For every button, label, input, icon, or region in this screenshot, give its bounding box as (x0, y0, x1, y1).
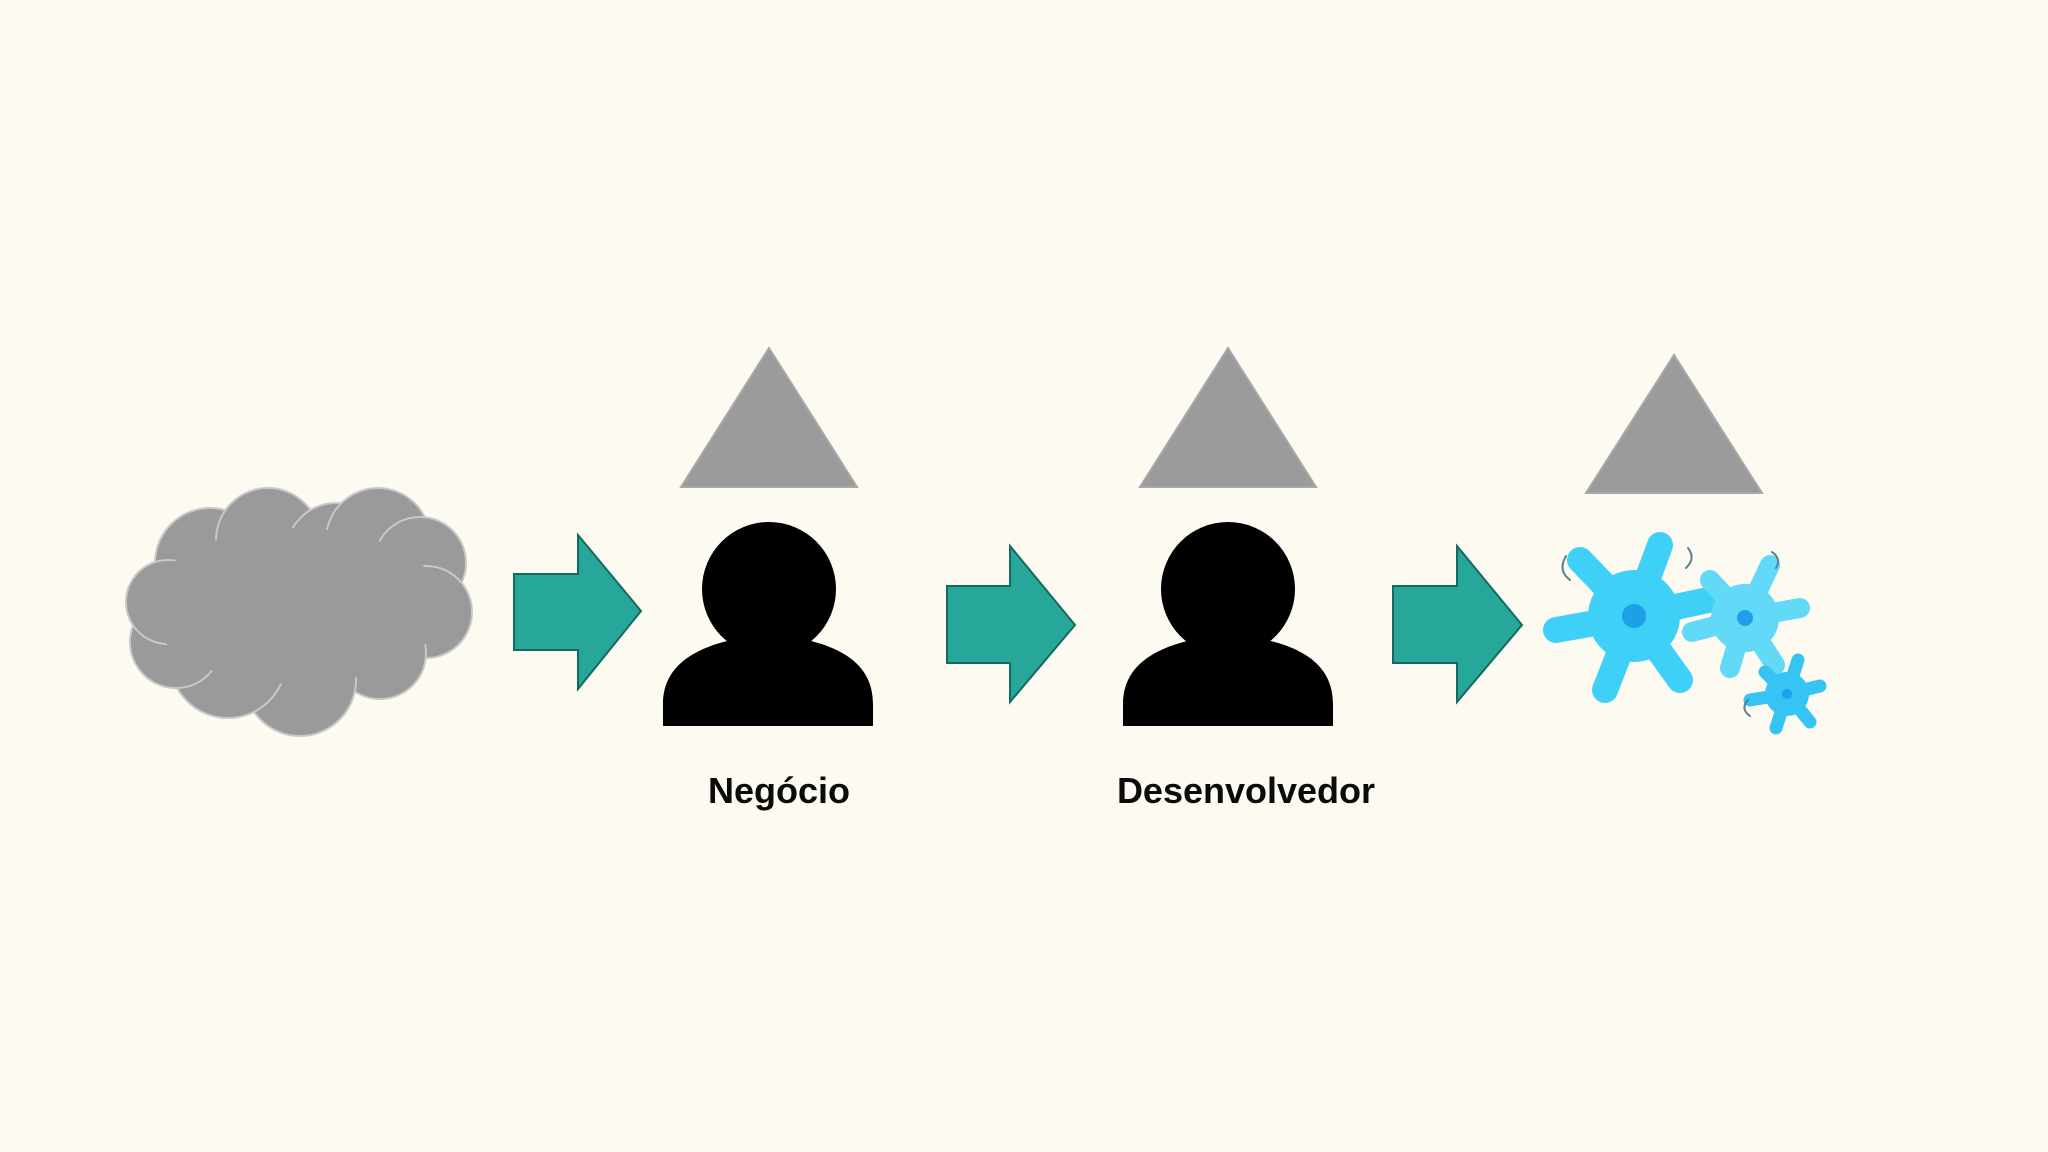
bugs-icon (1543, 532, 1827, 735)
label-business: Negócio (708, 770, 850, 811)
bug-medium (1682, 555, 1810, 678)
arrow-right-icon-1 (513, 532, 643, 692)
triangle-icon-1 (679, 346, 859, 488)
person-icon-1 (663, 522, 873, 726)
motion-lines (1561, 547, 1780, 717)
label-developer: Desenvolvedor (1117, 770, 1375, 811)
triangle-icon-3 (1584, 353, 1764, 494)
bug-small (1743, 653, 1827, 735)
triangle-icon-2 (1138, 346, 1318, 488)
arrow-right-icon-3 (1392, 543, 1524, 705)
person-icon-2 (1123, 522, 1333, 726)
bug-large (1543, 532, 1721, 703)
arrow-right-icon-2 (946, 543, 1077, 705)
cloud-icon (125, 487, 473, 737)
